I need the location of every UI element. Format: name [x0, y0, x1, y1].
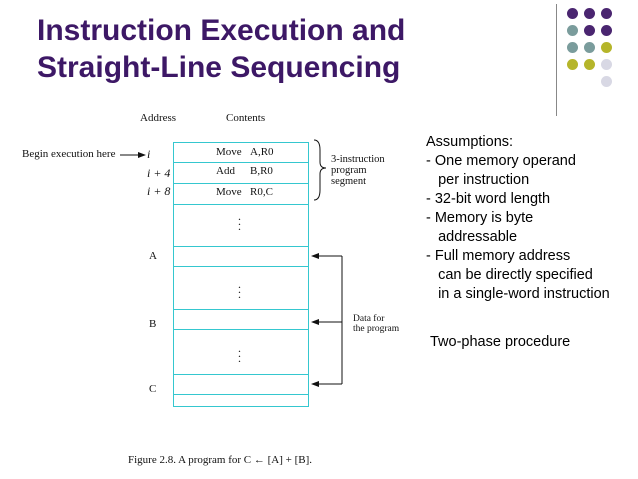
assumption-line: - One memory operand — [426, 153, 576, 169]
decorative-divider-line — [556, 4, 557, 116]
segment-label-line: segment — [331, 176, 366, 187]
segment-label: 3-instruction program segment — [331, 154, 385, 187]
address-b: B — [149, 318, 157, 330]
address-c: C — [149, 383, 157, 395]
instruction-op: Add — [216, 165, 235, 177]
assumption-line: - Full memory address — [426, 248, 571, 264]
decorative-dot — [567, 59, 578, 70]
title-line-2: Straight-Line Sequencing — [37, 51, 401, 84]
memory-word-i-plus-8: Move R0,C — [173, 184, 309, 205]
memory-gap — [173, 395, 309, 407]
instruction-args: B,R0 — [250, 165, 273, 177]
instruction-args: A,R0 — [250, 146, 274, 158]
assumption-line: per instruction — [426, 172, 530, 188]
decorative-dot — [567, 25, 578, 36]
memory-gap — [173, 330, 309, 374]
memory-word-i: Move A,R0 — [173, 142, 309, 163]
instruction-op: Move — [216, 186, 242, 198]
ellipsis-dots: ... — [238, 209, 241, 233]
memory-gap — [173, 267, 309, 309]
decorative-dot — [567, 8, 578, 19]
address-i-plus-4: i + 4 — [147, 166, 171, 180]
ellipsis-dots: ... — [238, 277, 241, 301]
memory-word-a — [173, 246, 309, 267]
assumption-line: can be directly specified — [426, 267, 593, 283]
instruction-args: R0,C — [250, 186, 273, 198]
begin-execution-label: Begin execution here — [22, 148, 116, 160]
begin-arrow-icon — [120, 152, 146, 158]
instruction-op: Move — [216, 146, 242, 158]
two-phase-procedure-text: Two-phase procedure — [430, 334, 571, 350]
memory-word-c — [173, 374, 309, 395]
decorative-dot — [584, 59, 595, 70]
data-label: Data for the program — [353, 314, 399, 334]
memory-word-i-plus-4: Add B,R0 — [173, 163, 309, 184]
segment-label-line: 3-instruction — [331, 154, 385, 165]
data-label-line: the program — [353, 324, 400, 334]
address-i: i — [147, 147, 151, 161]
address-a: A — [149, 250, 157, 262]
address-i-plus-8: i + 8 — [147, 184, 171, 198]
assumption-line: - 32-bit word length — [426, 191, 551, 207]
assumption-line: in a single-word instruction — [426, 286, 610, 302]
memory-word-b — [173, 309, 309, 330]
decorative-dot — [601, 76, 612, 87]
decorative-dot — [601, 25, 612, 36]
title-line-1: Instruction Execution and — [37, 14, 406, 47]
assumption-line: addressable — [426, 229, 518, 245]
decorative-dot — [584, 25, 595, 36]
address-header: Address — [140, 112, 177, 124]
decorative-dot — [567, 42, 578, 53]
decorative-dot — [584, 8, 595, 19]
contents-header: Contents — [226, 112, 266, 124]
decorative-dot — [601, 42, 612, 53]
slide-title: Instruction Execution and Straight-Line … — [37, 12, 405, 86]
decorative-dot — [601, 8, 612, 19]
assumptions-heading: Assumptions: — [426, 134, 514, 150]
decorative-dot — [584, 42, 595, 53]
assumption-line: - Memory is byte — [426, 210, 534, 226]
segment-label-line: program — [331, 165, 367, 176]
brace-and-arrows — [311, 139, 343, 387]
memory-gap — [173, 205, 309, 246]
ellipsis-dots: ... — [238, 341, 241, 365]
data-label-line: Data for — [353, 314, 385, 324]
decorative-dot — [601, 59, 612, 70]
figure-caption: Figure 2.8. A program for C ← [A] + [B]. — [128, 454, 313, 466]
